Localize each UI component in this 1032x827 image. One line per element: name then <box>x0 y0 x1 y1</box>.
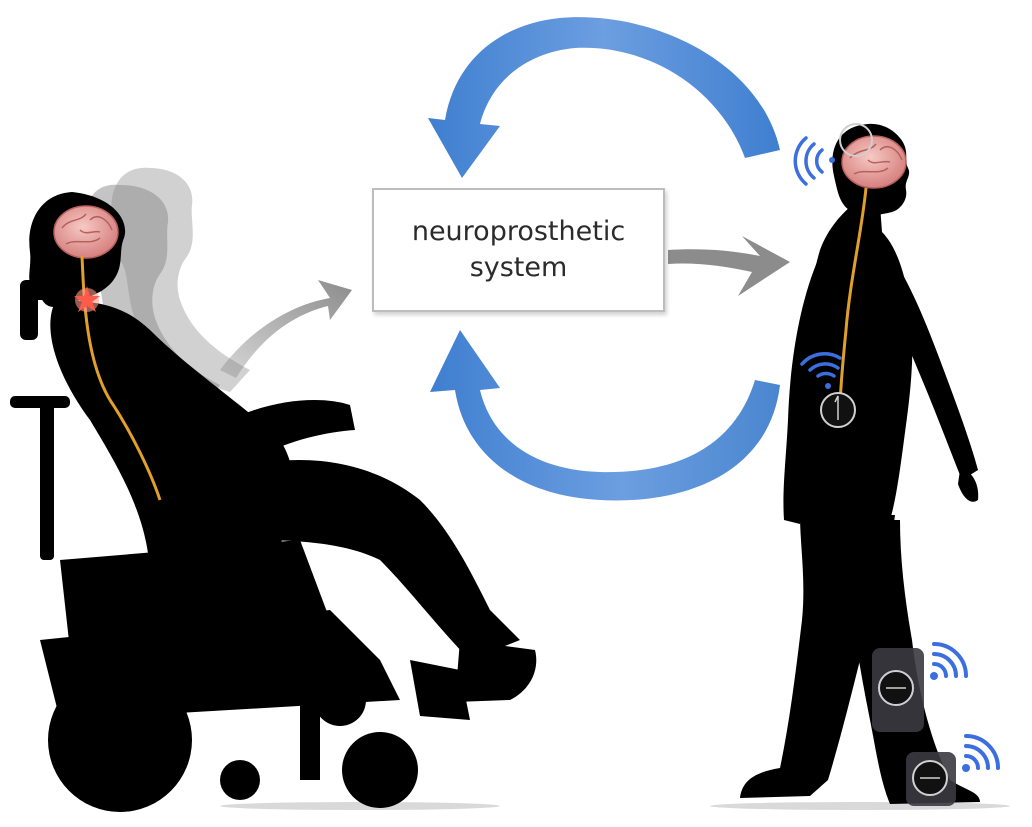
brain-icon <box>54 206 118 258</box>
wireless-signal-icon-ankle <box>962 736 998 772</box>
ground-shadow-left <box>220 802 500 810</box>
implant-icon-spine <box>821 393 855 427</box>
feedback-arrow-bottom <box>430 330 780 500</box>
output-arrow <box>668 236 790 296</box>
input-arrow <box>220 280 352 378</box>
neuroprosthetic-system-box: neuroprosthetic system <box>372 188 665 312</box>
feedback-arrow-top <box>428 17 780 178</box>
implant-icon-knee <box>872 648 924 732</box>
wireless-signal-icon-knee <box>930 644 966 680</box>
ground-shadow-right <box>710 802 1010 810</box>
wireless-signal-icon-head <box>795 138 835 184</box>
system-box-line1: neuroprosthetic <box>412 214 625 250</box>
implant-icon-ankle <box>906 752 956 806</box>
system-box-line2: system <box>470 250 568 286</box>
